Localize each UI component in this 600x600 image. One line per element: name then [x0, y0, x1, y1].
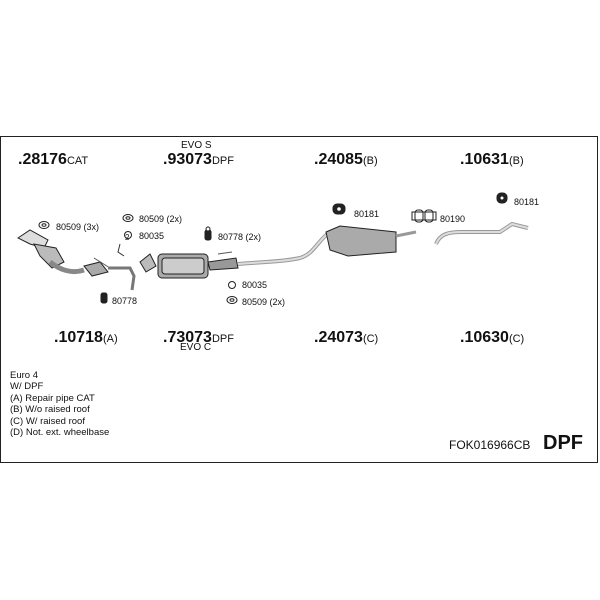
top-part-2-note: EVO S [181, 140, 212, 151]
label-80509-2x-bottom[interactable]: 80509 (2x) [242, 297, 286, 307]
hanger-80778-icon [100, 292, 108, 304]
label-80778[interactable]: 80778 [112, 296, 138, 306]
bottom-part-4[interactable]: .10630(C) [460, 329, 525, 346]
note-line: Euro 4 [10, 370, 38, 381]
dpf-drawing [139, 251, 239, 279]
top-part-4[interactable]: .10631(B) [460, 151, 524, 168]
label-80509-3x[interactable]: 80509 (3x) [56, 222, 100, 232]
bottom-part-1[interactable]: .10718(A) [54, 329, 118, 346]
note-line: (B) W/o raised roof [10, 404, 90, 416]
svg-text:2: 2 [125, 233, 130, 242]
middle-silencer-drawing [237, 225, 417, 266]
top-part-3[interactable]: .24085(B) [314, 151, 378, 168]
hanger-80181-right-icon [496, 192, 508, 204]
label-80035-bottom[interactable]: 80035 [242, 280, 268, 290]
label-80181-left[interactable]: 80181 [354, 209, 380, 219]
catalytic-converter-drawing [17, 229, 111, 277]
bottom-part-2-note: EVO C [180, 342, 212, 353]
bottom-part-2[interactable]: .73073DPF [163, 329, 234, 346]
rear-pipe-drawing [434, 221, 529, 245]
hanger-80778-2x-icon [204, 226, 212, 241]
label-80035-top[interactable]: 80035 [139, 231, 165, 241]
label-80181-right[interactable]: 80181 [514, 197, 540, 207]
front-pipe-drawing: 2 [108, 233, 136, 291]
kit-code: FOK016966CB [449, 438, 531, 452]
note-line: (D) Not. ext. wheelbase [10, 427, 110, 439]
ring-80509-2x-bottom-icon [226, 296, 238, 304]
hanger-80181-left-icon [332, 203, 346, 215]
label-80509-2x-top[interactable]: 80509 (2x) [139, 214, 183, 224]
ring-80509-3x-icon [38, 221, 50, 229]
top-part-1[interactable]: .28176CAT [18, 151, 89, 168]
kit-type: DPF [543, 432, 583, 454]
label-80778-2x[interactable]: 80778 (2x) [218, 232, 262, 242]
label-80190[interactable]: 80190 [440, 214, 466, 224]
notes-list: Euro 4 W/ DPF (A) Repair pipe CAT (B) W/… [10, 370, 109, 438]
bottom-part-3[interactable]: .24073(C) [314, 329, 379, 346]
ring-80035-top-icon [124, 231, 132, 239]
clamp-80190-icon [411, 209, 437, 223]
ring-80509-2x-top-icon [122, 214, 134, 222]
ring-80035-bottom-icon [228, 281, 236, 289]
top-part-2[interactable]: .93073DPF [163, 151, 234, 168]
note-line: (C) W/ raised roof [10, 415, 85, 427]
note-line: (A) Repair pipe CAT [10, 392, 95, 404]
note-line: W/ DPF [10, 381, 44, 393]
diagram-frame [0, 136, 598, 463]
